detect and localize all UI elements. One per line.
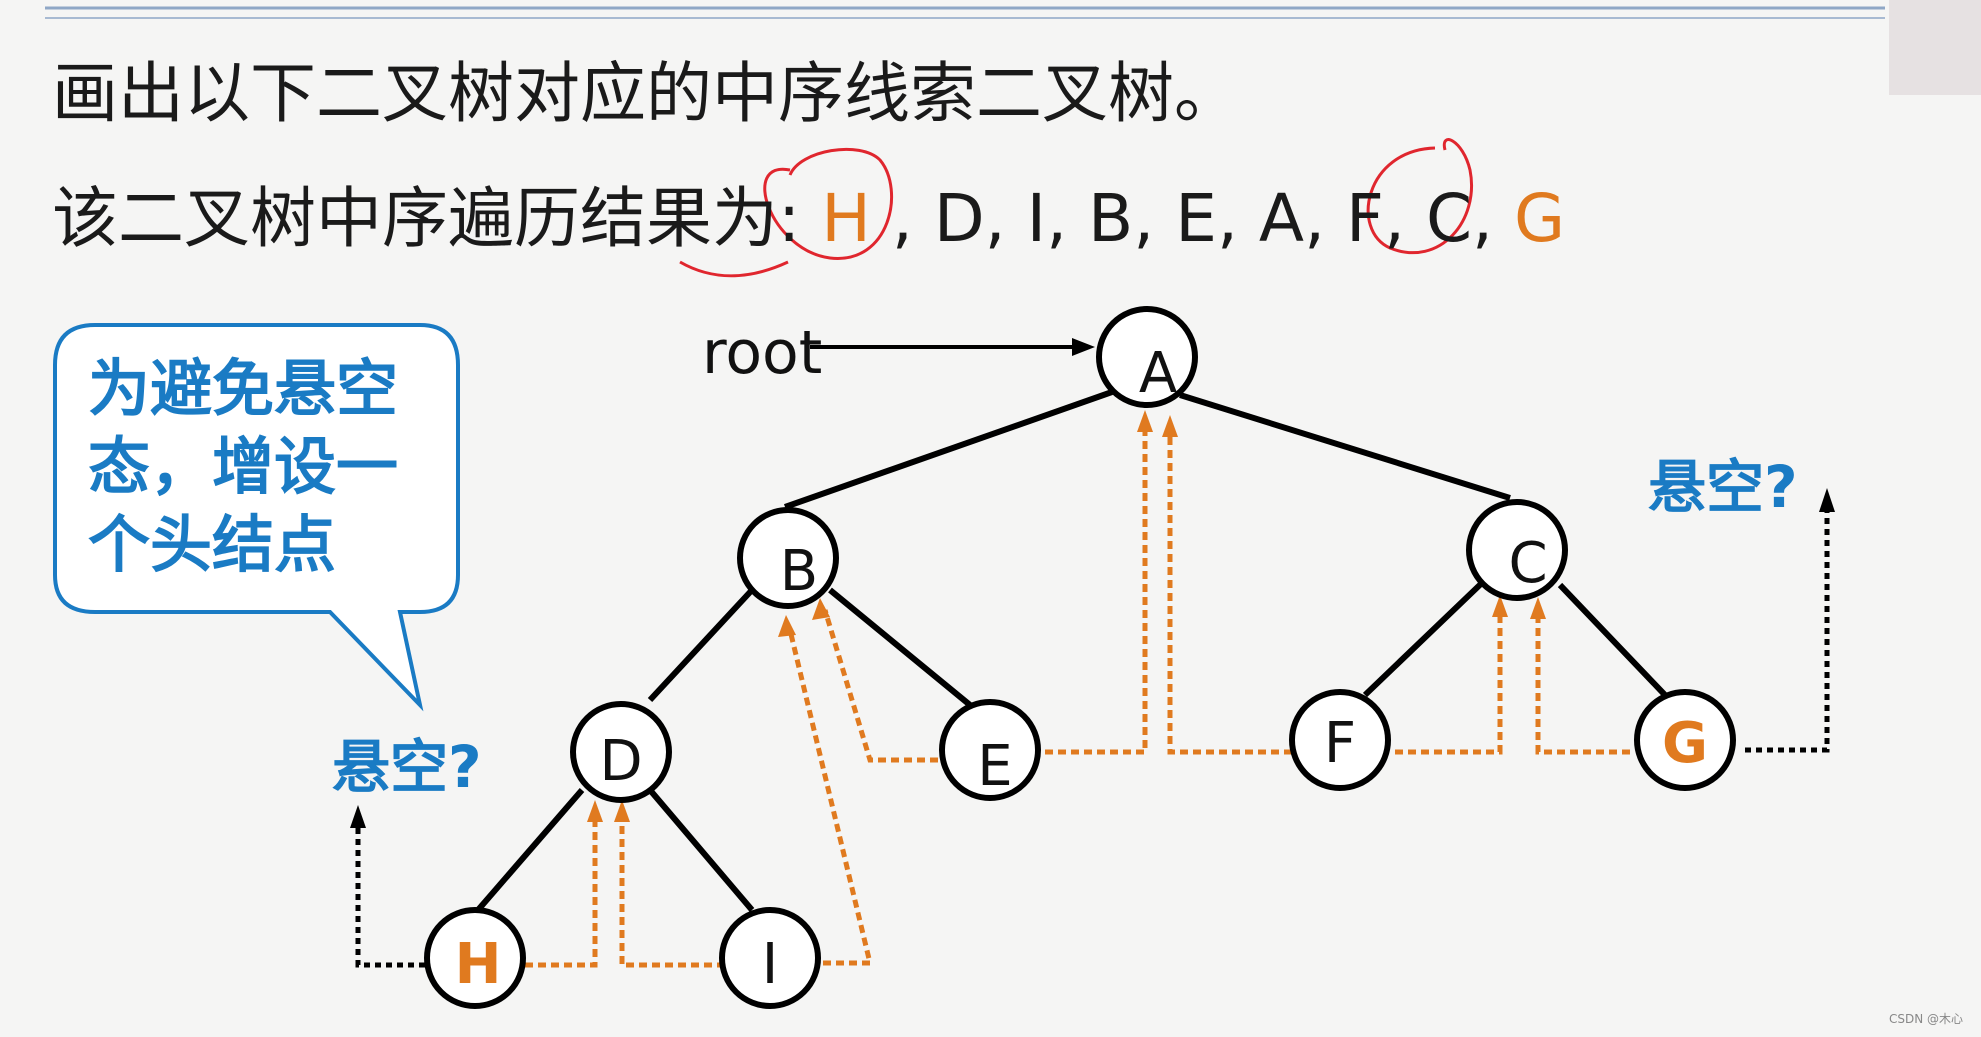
- node-label-d: D: [599, 729, 642, 794]
- heading: 画出以下二叉树对应的中序线索二叉树。: [52, 55, 1240, 132]
- node-label-h: H: [455, 932, 502, 997]
- node-h: [424, 907, 526, 1009]
- inorder-prefix: 该二叉树中序遍历结果为:: [52, 180, 801, 257]
- presenter-thumbnail: [1889, 0, 1981, 95]
- arrowhead: [778, 615, 796, 637]
- edge-c-f: [1362, 577, 1488, 698]
- dangling-question-right: 悬空?: [1648, 453, 1798, 521]
- arrowhead: [1492, 595, 1508, 617]
- edge-b-d: [647, 587, 755, 703]
- circle-g: [1366, 138, 1473, 255]
- dangling-right-head: [1819, 488, 1835, 512]
- callout-bubble: [53, 323, 460, 712]
- edge-c-g: [1557, 582, 1668, 698]
- root-arrow-head: [1072, 338, 1095, 356]
- tree-nodes: [424, 306, 1736, 1009]
- arrowhead: [1530, 597, 1546, 619]
- edge-d-h: [475, 788, 585, 912]
- tree-edges: [475, 389, 1668, 912]
- thread-arrowheads: [587, 410, 1546, 822]
- circle-h: [763, 147, 894, 260]
- thread-e-a: [1045, 425, 1148, 755]
- node-g: [1634, 689, 1736, 791]
- threads: [525, 425, 1630, 968]
- inorder-line: 该二叉树中序遍历结果为: H , D, I, B, E, A, F, C, G: [52, 165, 1565, 261]
- red-annotations: [679, 138, 1473, 278]
- dangling-threads: [355, 505, 1830, 968]
- arrowhead: [1162, 415, 1178, 437]
- node-label-f: F: [1324, 711, 1356, 776]
- node-i: [719, 907, 821, 1009]
- node-label-g: G: [1662, 711, 1708, 776]
- edge-a-b: [784, 389, 1113, 510]
- root-label: root: [702, 318, 823, 388]
- thread-f-c: [1395, 610, 1503, 755]
- node-c: [1466, 499, 1568, 601]
- callout-text: 为避免悬空态，增设一个头结点: [88, 352, 399, 581]
- node-d: [570, 701, 672, 803]
- watermark: CSDN @木心: [1888, 1012, 1963, 1026]
- node-f: [1289, 689, 1391, 791]
- node-label-c: C: [1508, 531, 1547, 596]
- inorder-first: H: [821, 180, 871, 257]
- edge-a-c: [1179, 392, 1511, 501]
- node-label-a: A: [1139, 341, 1177, 406]
- inorder-last: G: [1514, 180, 1566, 257]
- dangling-left: [355, 820, 425, 968]
- thread-i-b: [787, 629, 874, 966]
- node-label-i: I: [762, 932, 779, 997]
- thread-f-a: [1167, 430, 1292, 755]
- node-a: [1096, 306, 1198, 408]
- node-b: [737, 507, 839, 609]
- thread-h-d: [525, 815, 598, 968]
- node-e: [939, 699, 1041, 801]
- edge-d-i: [647, 788, 755, 912]
- node-label-e: E: [977, 734, 1012, 799]
- underline-mark: [679, 260, 789, 278]
- dangling-left-head: [350, 805, 366, 828]
- arrowhead: [1137, 410, 1153, 432]
- arrowhead: [614, 800, 630, 822]
- thread-g-c: [1535, 612, 1630, 755]
- edge-b-e: [828, 587, 972, 708]
- node-label-b: B: [780, 539, 818, 604]
- dangling-question-left: 悬空?: [332, 733, 482, 801]
- thread-e-b: [822, 609, 938, 763]
- inorder-middle: , D, I, B, E, A, F, C,: [891, 180, 1514, 257]
- arrowhead: [812, 598, 830, 620]
- arrowhead: [587, 800, 603, 822]
- thread-i-d: [619, 815, 725, 968]
- dangling-right: [1745, 505, 1830, 753]
